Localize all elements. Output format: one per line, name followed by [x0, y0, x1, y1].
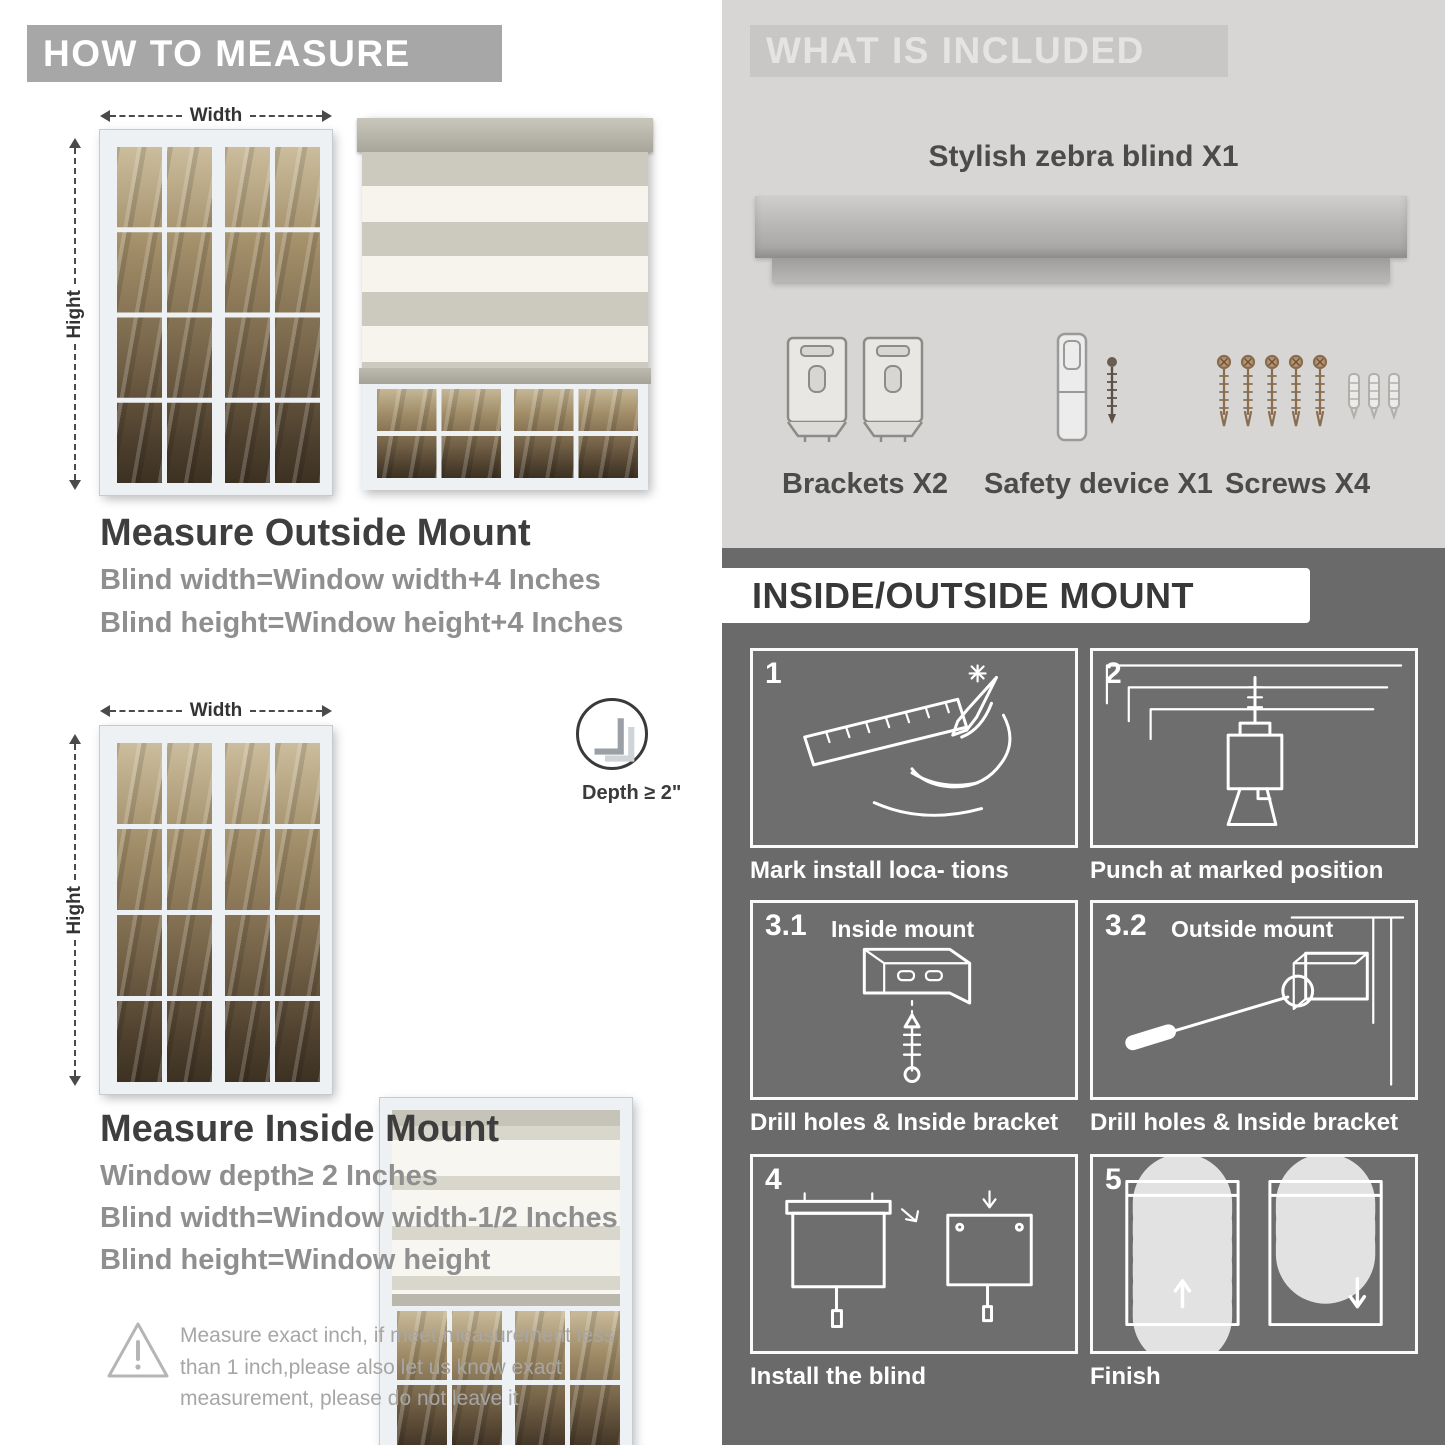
- inside-mount-line-2: Blind width=Window width-1/2 Inches: [100, 1202, 618, 1234]
- step-2: 2 Punch at marked position: [1090, 648, 1418, 885]
- mount-instructions-section: INSIDE/OUTSIDE MOUNT 1 Mark i: [722, 548, 1445, 1445]
- inside-bracket-illustration: [862, 947, 972, 1083]
- step-number: 3.1: [765, 909, 807, 942]
- step-4: 4 Install the blind: [750, 1154, 1078, 1391]
- step-number: 2: [1105, 657, 1122, 690]
- how-to-measure-header-label: HOW TO MEASURE: [43, 32, 411, 74]
- blind-bottom-rail: [392, 1294, 620, 1306]
- what-is-included-section: WHAT IS INCLUDED Stylish zebra blind X1: [722, 0, 1445, 548]
- stylish-zebra-blind-label: Stylish zebra blind X1: [928, 140, 1239, 173]
- height-label: Hight: [64, 289, 85, 339]
- arrowhead-down-icon: [69, 480, 81, 491]
- warning-triangle-icon: [107, 1322, 169, 1378]
- safety-device-label: Safety device X1: [984, 468, 1213, 500]
- screws-label: Screws X4: [1225, 468, 1371, 500]
- step-caption: Mark install loca- tions: [750, 857, 1009, 884]
- arrowhead-up-icon: [69, 734, 81, 744]
- window-photo-inside: [100, 726, 332, 1094]
- inside-mount-title: Measure Inside Mount: [100, 1108, 500, 1150]
- finish-illustration: [1125, 1157, 1383, 1351]
- install-blind-illustration: [785, 1190, 1033, 1329]
- arrowhead-down-icon: [69, 1076, 81, 1087]
- measure-note: Measure exact inch, if meet measurement …: [180, 1324, 615, 1410]
- inside-mount-line-1: Window depth≥ 2 Inches: [100, 1160, 438, 1192]
- outside-mount-title: Measure Outside Mount: [100, 512, 531, 554]
- arrowhead-right-icon: [322, 705, 332, 717]
- zebra-blind-rail-image: [772, 258, 1390, 282]
- step-panel-1: 1: [750, 648, 1078, 848]
- blind-stripes: [392, 1126, 620, 1294]
- height-arrow-inside: Hight: [64, 734, 86, 1087]
- blind-stripes: [362, 152, 648, 368]
- how-to-measure-header: HOW TO MEASURE: [27, 25, 502, 82]
- step-panel-5: 5: [1090, 1154, 1418, 1354]
- window-below-blind: [362, 384, 648, 490]
- step-number: 5: [1105, 1163, 1122, 1196]
- arrowhead-right-icon: [322, 110, 332, 122]
- step-panel-3-1: 3.1 Inside mount: [750, 900, 1078, 1100]
- step-caption: Drill holes & Inside bracket: [750, 1109, 1059, 1136]
- mount-header-label: INSIDE/OUTSIDE MOUNT: [752, 574, 1195, 616]
- drill-illustration: [1105, 664, 1403, 827]
- height-arrow-outside: Hight: [64, 138, 86, 491]
- window-sash: [220, 142, 320, 483]
- width-arrow-inside: Width: [100, 700, 332, 721]
- width-label: Width: [189, 105, 243, 126]
- what-is-included-header: WHAT IS INCLUDED: [750, 25, 1228, 77]
- arrowhead-up-icon: [69, 138, 81, 148]
- step-caption: Drill holes & Inside bracket: [1090, 1109, 1399, 1136]
- step-caption: Install the blind: [750, 1363, 927, 1390]
- zebra-blind-inside-mount: [380, 1098, 632, 1445]
- safety-device-icon: [1056, 332, 1117, 442]
- arrowhead-left-icon: [100, 110, 110, 122]
- screws-icon: [1216, 354, 1400, 428]
- outside-bracket-illustration: [1125, 916, 1405, 1086]
- step-caption: Punch at marked position: [1090, 857, 1384, 884]
- frame-corner-detail-icon: [594, 718, 635, 762]
- width-label: Width: [189, 700, 243, 721]
- zebra-blind-cassette-image: [755, 196, 1407, 258]
- window-below-blind: [392, 1306, 620, 1445]
- depth-magnifier-circle: [576, 698, 648, 770]
- step-number: 4: [765, 1163, 782, 1196]
- step-title: Inside mount: [831, 916, 975, 942]
- step-3-1: 3.1 Inside mount Drill holes & Inside br…: [750, 900, 1078, 1137]
- what-is-included-header-label: WHAT IS INCLUDED: [766, 30, 1145, 71]
- blind-bottom-rail: [359, 368, 651, 384]
- zebra-blind-outside-mount: [357, 118, 653, 490]
- step-number: 3.2: [1105, 909, 1147, 942]
- window-photo-outside: [100, 130, 332, 495]
- step-title: Outside mount: [1171, 916, 1334, 942]
- step-panel-2: 2: [1090, 648, 1418, 848]
- step-3-2: 3.2 Outside mount Drill holes & Inside b…: [1090, 900, 1418, 1137]
- step-5: 5 Finish: [1090, 1154, 1418, 1391]
- mount-header: INSIDE/OUTSIDE MOUNT: [722, 568, 1310, 623]
- step-1: 1 Mark install loca- tions: [750, 648, 1078, 885]
- outside-mount-line-1: Blind width=Window width+4 Inches: [100, 564, 601, 596]
- depth-callout-label: Depth ≥ 2": [582, 782, 682, 804]
- window-sash: [112, 142, 212, 483]
- step-panel-4: 4: [750, 1154, 1078, 1354]
- outside-mount-line-2: Blind height=Window height+4 Inches: [100, 607, 624, 639]
- step-number: 1: [765, 657, 782, 690]
- brackets-icon: [786, 336, 924, 444]
- arrowhead-left-icon: [100, 705, 110, 717]
- blind-cassette: [357, 118, 653, 152]
- step-panel-3-2: 3.2 Outside mount: [1090, 900, 1418, 1100]
- mark-locations-illustration: [803, 664, 1012, 817]
- step-caption: Finish: [1090, 1363, 1161, 1390]
- blind-cassette: [392, 1110, 620, 1126]
- width-arrow-outside: Width: [100, 105, 332, 126]
- brackets-label: Brackets X2: [782, 468, 949, 500]
- inside-mount-line-3: Blind height=Window height: [100, 1244, 491, 1276]
- height-label: Hight: [64, 885, 85, 935]
